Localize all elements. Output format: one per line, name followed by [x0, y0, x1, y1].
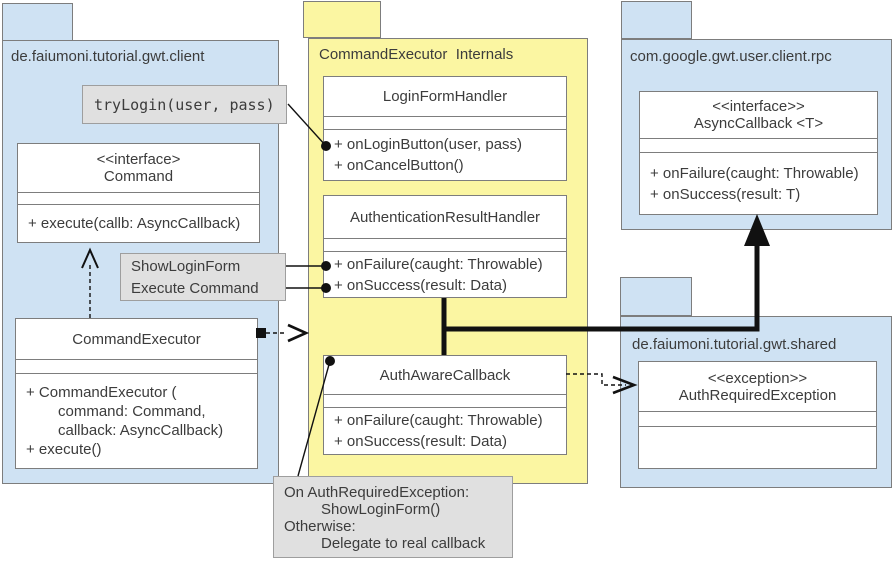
class-title-section: AuthenticationResultHandler	[324, 196, 566, 238]
note-text: Otherwise:	[284, 518, 356, 535]
operation: + execute(callb: AsyncCallback)	[28, 215, 241, 232]
class-name: AuthAwareCallback	[379, 366, 511, 384]
package-label-shared: de.faiumoni.tutorial.gwt.shared	[632, 336, 837, 353]
operation: + onFailure(caught: Throwable)	[650, 164, 859, 182]
class-stereotype: <<exception>>	[707, 369, 808, 387]
class-name: AsyncCallback <T>	[693, 115, 824, 132]
class-operations-section	[639, 426, 876, 468]
note-showloginform: ShowLoginForm Execute Command	[120, 253, 286, 301]
operation: + onFailure(caught: Throwable)	[334, 412, 543, 429]
package-label-rpc: com.google.gwt.user.client.rpc	[630, 48, 832, 65]
class-title-section: <<interface>> AsyncCallback <T>	[640, 92, 877, 138]
class-name: LoginFormHandler	[382, 88, 508, 105]
note-text: On AuthRequiredException:	[284, 484, 470, 501]
operation: + onCancelButton()	[334, 157, 464, 174]
package-tab-rpc	[621, 1, 692, 39]
note-text: ShowLoginForm()	[321, 501, 441, 518]
note-text: Delegate to real callback	[321, 535, 486, 552]
operation: callback: AsyncCallback)	[58, 422, 224, 439]
class-title-section: LoginFormHandler	[324, 77, 566, 116]
class-operations-section: + onFailure(caught: Throwable) + onSucce…	[324, 251, 566, 297]
package-tab-internals	[303, 1, 381, 38]
class-title-section: CommandExecutor	[16, 319, 257, 359]
class-attributes-section	[324, 394, 566, 407]
class-asynccallback: <<interface>> AsyncCallback <T> + onFail…	[639, 91, 878, 215]
class-authenticationresulthandler: AuthenticationResultHandler + onFailure(…	[323, 195, 567, 298]
class-authawarecallback: AuthAwareCallback + onFailure(caught: Th…	[323, 355, 567, 455]
class-title-section: <<exception>> AuthRequiredException	[639, 362, 876, 411]
class-title-section: AuthAwareCallback	[324, 356, 566, 394]
class-name: AuthenticationResultHandler	[349, 208, 541, 226]
class-operations-section: + onLoginButton(user, pass) + onCancelBu…	[324, 129, 566, 180]
class-operations-section: + onFailure(caught: Throwable) + onSucce…	[640, 152, 877, 214]
operation: + onSuccess(result: T)	[650, 185, 801, 203]
operation: + CommandExecutor (	[26, 384, 177, 401]
class-commandexecutor: CommandExecutor + CommandExecutor ( comm…	[15, 318, 258, 469]
operation: + onSuccess(result: Data)	[334, 433, 507, 450]
operation: + onLoginButton(user, pass)	[334, 136, 523, 153]
package-tab-client	[2, 3, 73, 41]
class-title-section: <<interface> Command	[18, 144, 259, 192]
class-attributes-section	[640, 138, 877, 152]
note-auth-behavior: On AuthRequiredException: ShowLoginForm(…	[273, 476, 513, 558]
class-attributes-section	[324, 116, 566, 129]
class-name: AuthRequiredException	[678, 386, 837, 404]
operation: + onFailure(caught: Throwable)	[334, 255, 543, 273]
class-name: Command	[103, 168, 174, 185]
class-attributes-section	[639, 411, 876, 426]
class-operations-section: + execute(callb: AsyncCallback)	[18, 204, 259, 242]
class-attributes-section	[324, 238, 566, 251]
package-label-client: de.faiumoni.tutorial.gwt.client	[11, 48, 205, 65]
class-operations-section: + CommandExecutor ( command: Command, ca…	[16, 373, 257, 468]
operation: + execute()	[26, 441, 102, 458]
class-name: CommandExecutor	[72, 330, 201, 348]
class-operations-section: + onFailure(caught: Throwable) + onSucce…	[324, 407, 566, 454]
operation: + onSuccess(result: Data)	[334, 276, 507, 294]
class-stereotype: <<interface>>	[712, 98, 805, 115]
class-attributes-section	[16, 359, 257, 373]
operation: command: Command,	[58, 403, 206, 420]
class-loginformhandler: LoginFormHandler + onLoginButton(user, p…	[323, 76, 567, 181]
package-label-internals: CommandExecutor Internals	[319, 46, 514, 63]
note-trylogin: tryLogin(user, pass)	[82, 85, 287, 124]
open-arrowhead-icon	[287, 323, 310, 343]
class-command: <<interface> Command + execute(callb: As…	[17, 143, 260, 243]
note-text: ShowLoginForm	[131, 258, 241, 275]
class-attributes-section	[18, 192, 259, 204]
note-text: tryLogin(user, pass)	[94, 95, 275, 114]
note-text: Execute Command	[131, 280, 259, 297]
package-tab-shared	[620, 277, 692, 316]
class-authrequiredexception: <<exception>> AuthRequiredException	[638, 361, 877, 469]
class-stereotype: <<interface>	[96, 151, 181, 168]
